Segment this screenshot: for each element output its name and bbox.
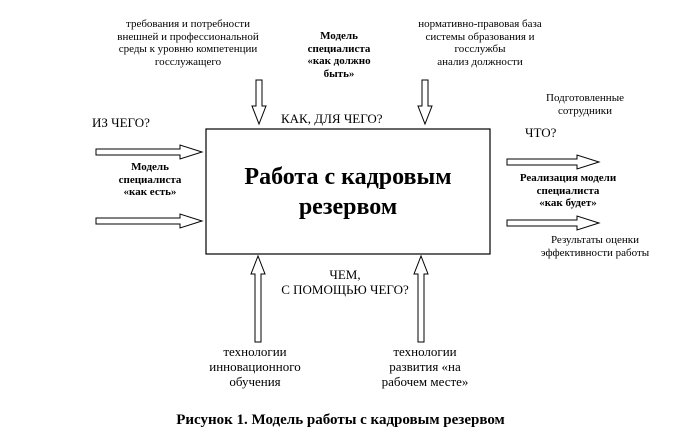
- bottom-question-label: ЧЕМ, С ПОМОЩЬЮ ЧЕГО?: [260, 267, 430, 298]
- right-output-arrow-1: [506, 154, 601, 170]
- text-line: внешней и профессиональной: [117, 30, 259, 43]
- text-line: обучения: [229, 373, 281, 389]
- text-line: развития «на: [389, 358, 461, 374]
- bottom-left-mechanism-text: технологии инновационного обучения: [195, 344, 315, 390]
- top-question-label: КАК, ДЛЯ ЧЕГО?: [281, 111, 383, 126]
- right-output-arrow-2: [506, 215, 601, 231]
- text-line: С ПОМОЩЬЮ ЧЕГО?: [281, 281, 409, 297]
- right-output-bottom-text: Результаты оценки эффективности работы: [520, 234, 670, 259]
- text-line: специалиста: [536, 184, 600, 197]
- left-input-arrow-2: [95, 213, 204, 229]
- text-line: требования и потребности: [126, 18, 250, 30]
- right-question-label: ЧТО?: [525, 125, 557, 140]
- text-line: «как есть»: [123, 186, 177, 199]
- text-line: госслужбы: [454, 43, 506, 56]
- top-right-input-arrow: [417, 79, 433, 126]
- top-left-input-arrow: [251, 79, 267, 126]
- text-line: «как должно: [307, 55, 371, 68]
- text-line: инновационного: [209, 358, 301, 374]
- top-center-model-text: Модель специалиста «как должно быть»: [284, 30, 394, 81]
- left-question-label: ИЗ ЧЕГО?: [92, 115, 150, 130]
- text-line: специалиста: [307, 42, 371, 55]
- text-line: сотрудники: [558, 104, 612, 117]
- text-line: ЧЕМ,: [329, 267, 361, 282]
- main-process-title: Работа с кадровым резервом: [244, 163, 452, 220]
- text-line: Подготовленные: [546, 92, 624, 104]
- text-line: Результаты оценки: [550, 234, 640, 246]
- top-right-control-text: нормативно-правовая база системы образов…: [395, 18, 565, 69]
- text-line: Модель: [131, 161, 169, 173]
- text-line: нормативно-правовая база: [418, 18, 542, 30]
- right-output-model-text: Реализация модели специалиста «как будет…: [508, 172, 628, 210]
- main-process-box: [205, 128, 491, 255]
- text-line: госслужащего: [154, 55, 222, 68]
- bottom-right-mechanism-arrow: [413, 254, 429, 343]
- left-input-model-text: Модель специалиста «как есть»: [100, 161, 200, 199]
- right-output-top-text: Подготовленные сотрудники: [520, 92, 650, 117]
- figure-caption: Рисунок 1. Модель работы с кадровым резе…: [176, 412, 505, 428]
- text-line: рабочем месте»: [381, 373, 469, 389]
- text-line: Реализация модели: [519, 172, 617, 184]
- text-line: технологии: [393, 344, 457, 359]
- text-line: Модель: [320, 30, 358, 42]
- bottom-right-mechanism-text: технологии развития «на рабочем месте»: [365, 344, 485, 390]
- text-line: среды к уровню компетенции: [118, 43, 258, 56]
- bottom-left-mechanism-arrow: [250, 254, 266, 343]
- text-line: технологии: [223, 344, 287, 359]
- left-input-arrow-1: [95, 144, 204, 160]
- text-line: эффективности работы: [540, 246, 650, 259]
- text-line: «как будет»: [539, 197, 597, 210]
- text-line: системы образования и: [425, 30, 535, 43]
- text-line: анализ должности: [437, 55, 523, 68]
- text-line: специалиста: [118, 173, 182, 186]
- top-left-control-text: требования и потребности внешней и профе…: [98, 18, 278, 69]
- text-line: быть»: [323, 67, 355, 80]
